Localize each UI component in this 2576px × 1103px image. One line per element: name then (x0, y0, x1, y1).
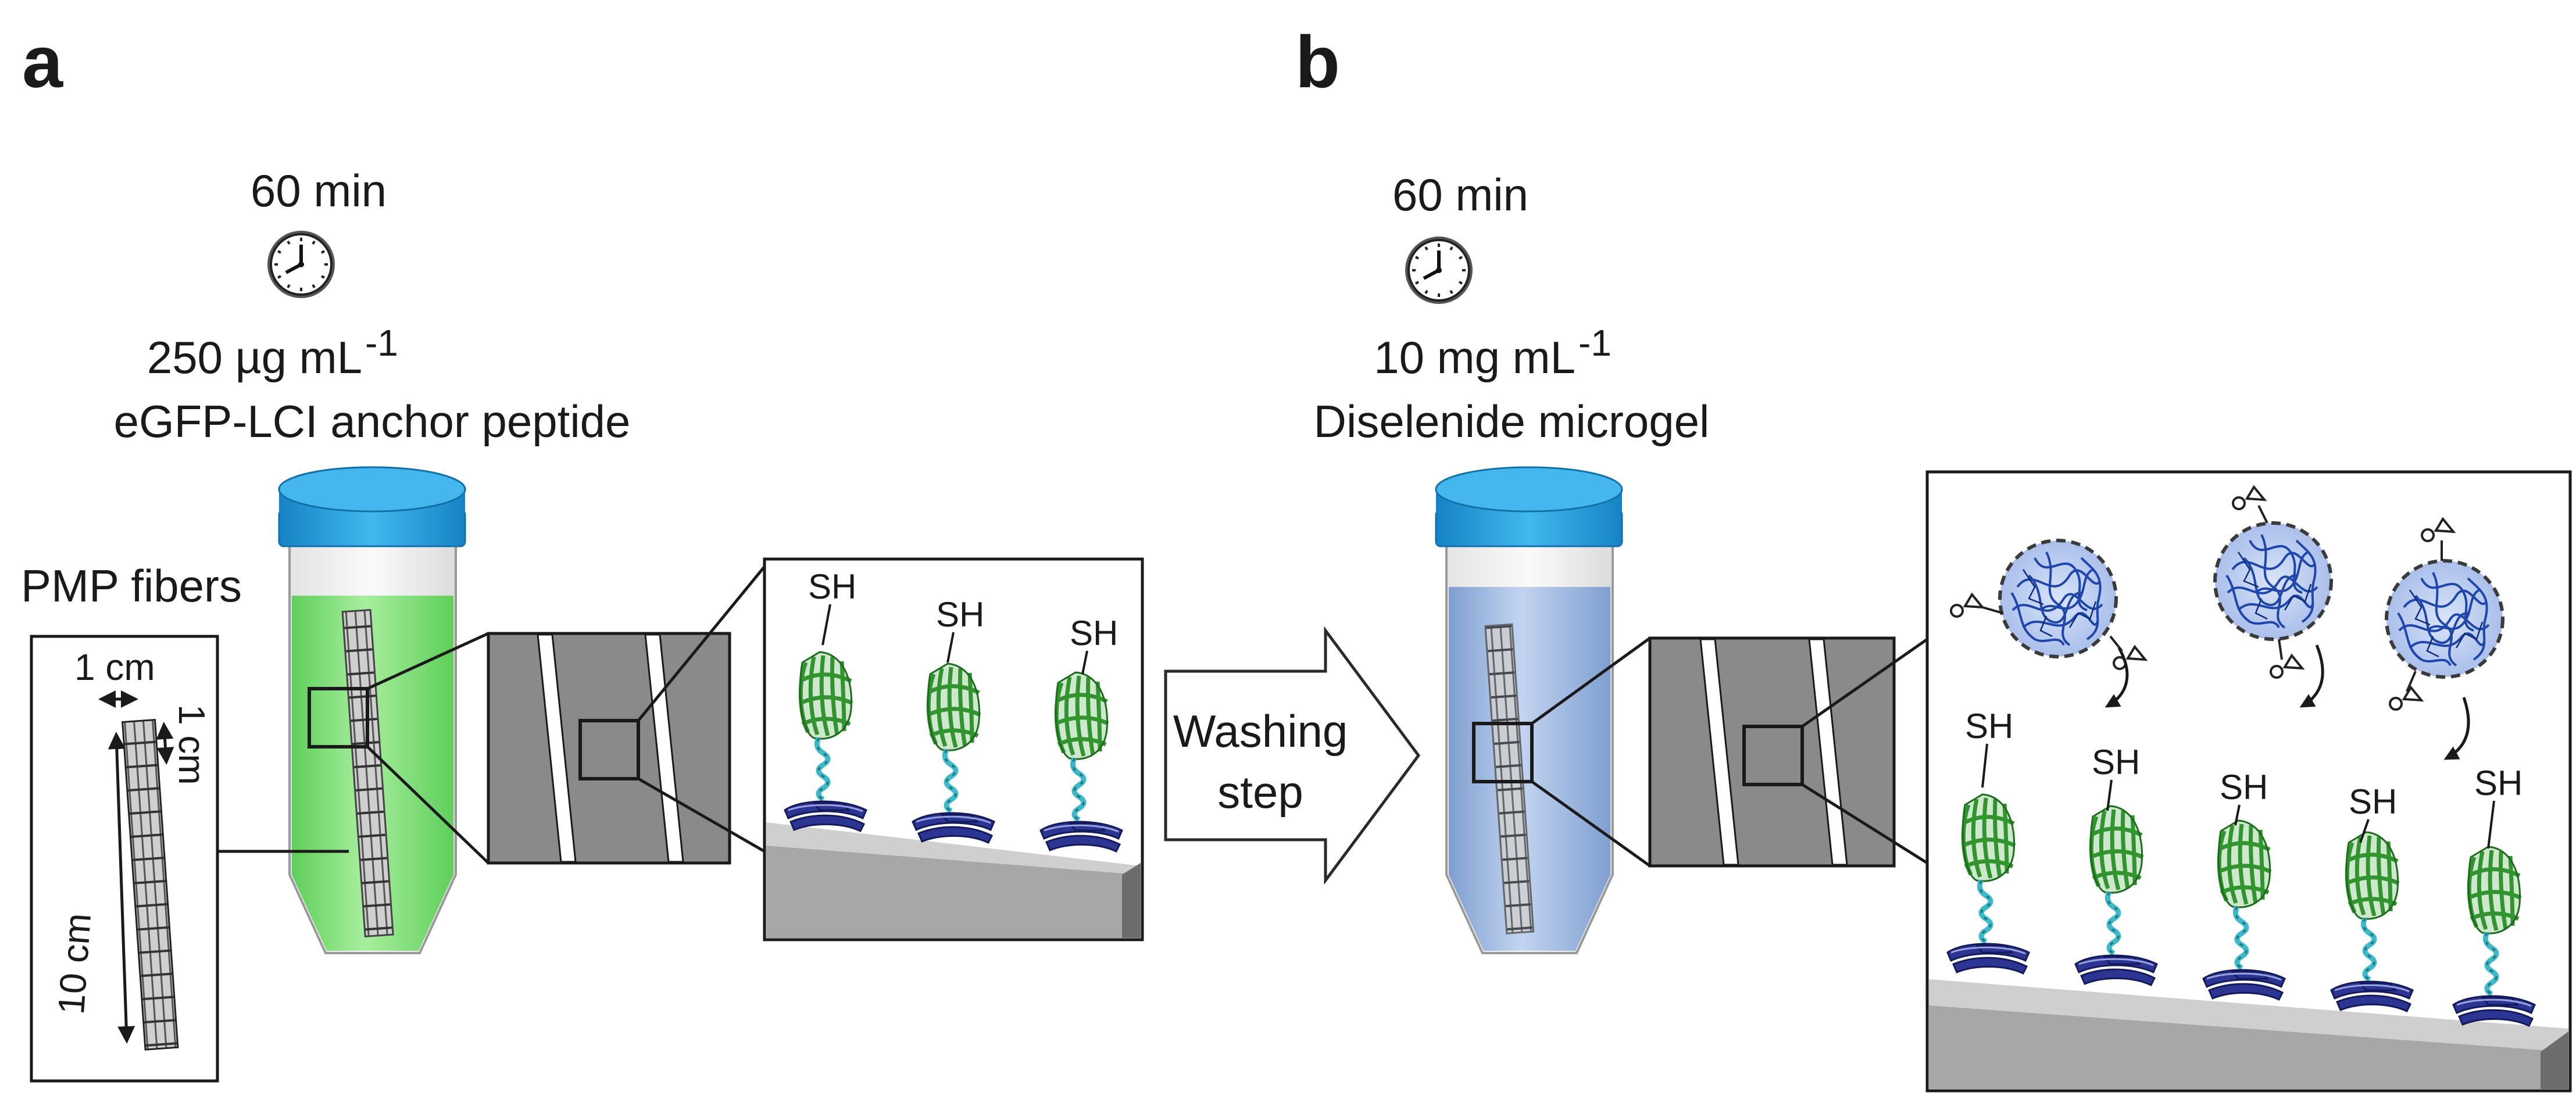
dim-width-label: 1 cm (74, 646, 155, 688)
dim-height-arrow (156, 722, 174, 765)
panel-b-time: 60 min (1392, 169, 1528, 220)
panel-a-concentration: 250 µg mL (147, 332, 362, 383)
dim-length-arrow (108, 732, 135, 1044)
thiol-label: SH (1965, 707, 2013, 746)
panel-a-reagent: eGFP-LCI anchor peptide (114, 396, 631, 447)
washing-step-arrow: Washing step (1164, 626, 1421, 885)
thiol-label: SH (936, 595, 984, 634)
arrow-icon (2299, 644, 2324, 708)
thiol-label: SH (2349, 782, 2397, 821)
arrow-icon (2443, 697, 2470, 760)
fiber-detail-b (1648, 636, 1896, 868)
molecular-detail-a: SH SH SH (763, 557, 1144, 941)
fibers-label: PMP fibers (21, 560, 242, 611)
thiol-label: SH (2474, 764, 2523, 803)
microgel-icon (2386, 561, 2503, 677)
panel-a-time: 60 min (251, 165, 387, 216)
thiol-label: SH (808, 567, 856, 606)
panel-b-label: b (1295, 21, 1340, 103)
thiol-label: SH (2220, 768, 2268, 807)
molecular-detail-b: SH SH SH SH SH (1925, 470, 2572, 1093)
tube-icon (278, 466, 466, 954)
thiol-label: SH (2092, 743, 2140, 782)
panel-b-reagent: Diselenide microgel (1314, 396, 1710, 447)
tube-b-zoom-box (1472, 722, 1534, 783)
panel-b-concentration-exponent: -1 (1578, 322, 1612, 364)
tube-icon (1435, 466, 1623, 954)
clock-icon (1405, 237, 1473, 304)
panel-b-concentration: 10 mg mL (1374, 332, 1575, 383)
panel-a-concentration-exponent: -1 (365, 322, 398, 364)
fiber-mat-in-tube (341, 608, 394, 938)
fiber-detail-a (487, 632, 731, 865)
microgel-icon (2215, 523, 2331, 639)
clock-icon (267, 231, 335, 298)
dim-height-label: 1 cm (171, 704, 213, 785)
washing-line-2: step (1217, 767, 1303, 818)
microgel-icon (2000, 540, 2116, 657)
arrow-icon (2105, 647, 2129, 708)
tube-a-zoom-box (308, 687, 369, 749)
thiol-label: SH (1070, 614, 1118, 653)
dim-length-label: 10 cm (50, 912, 99, 1016)
washing-line-1: Washing (1173, 706, 1348, 757)
panel-a-label: a (22, 21, 63, 103)
fiber-mat-in-tube (1484, 623, 1535, 934)
